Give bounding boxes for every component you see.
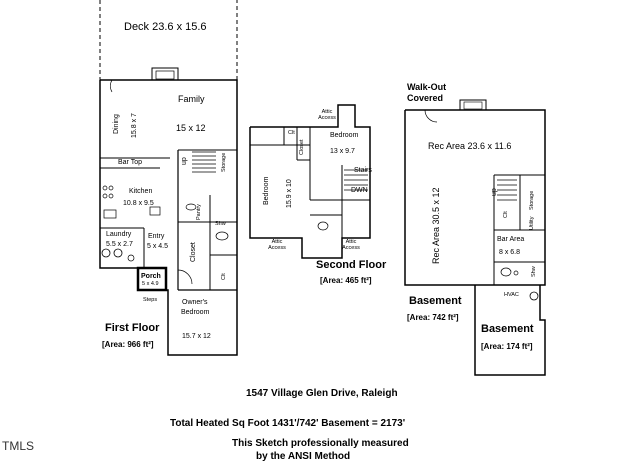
second-floor-area: [Area: 465 ft²] <box>320 276 372 285</box>
watermark: TMLS <box>2 439 35 453</box>
bedroom-left-label: Bedroom <box>263 176 270 205</box>
bedroom-left-dimensions: 15.9 x 10 <box>286 179 293 208</box>
first-floor-area: [Area: 966 ft²] <box>102 340 154 349</box>
kitchen-dimensions: 10.8 x 9.5 <box>123 200 154 207</box>
kitchen-label: Kitchen <box>129 188 153 195</box>
bedroom-right-label: Bedroom <box>330 132 359 139</box>
owners-bedroom-label: Bedroom <box>181 309 210 316</box>
hvac-label: HVAC <box>504 292 519 298</box>
first-floor-title: First Floor <box>105 322 160 334</box>
porch-label: Porch <box>141 273 161 280</box>
utility-label: Utility <box>529 216 535 230</box>
address-caption: 1547 Village Glen Drive, Raleigh <box>246 388 398 399</box>
basement2-title: Basement <box>481 323 534 335</box>
family-dimensions: 15 x 12 <box>176 123 206 133</box>
attic-access-top: Attic Access <box>318 109 336 121</box>
basement-outline <box>404 109 546 376</box>
rec-area-upper: Rec Area 23.6 x 11.6 <box>428 141 512 151</box>
porch-dimensions: 5 x 4.9 <box>142 281 159 287</box>
attic-access-left: Attic Access <box>268 239 286 251</box>
basement-area: [Area: 742 ft²] <box>407 313 459 322</box>
dwn-label: DWN <box>351 187 368 194</box>
storage-label-first: Storage <box>221 152 227 172</box>
measured-caption: This Sketch professionally measured <box>232 438 409 449</box>
clt-label-first: Clt <box>221 273 227 280</box>
closet-label-first: Closet <box>190 242 197 262</box>
walkout-label: Walk-Out <box>407 82 447 92</box>
stairs-label: Stairs <box>354 167 372 174</box>
owners-dimensions: 15.7 x 12 <box>182 333 211 340</box>
up-label-first: up <box>181 157 188 165</box>
steps-label: Steps <box>143 297 158 303</box>
bar-area-label: Bar Area <box>497 236 525 243</box>
entry-label: Entry <box>148 233 165 240</box>
total-sqft-caption: Total Heated Sq Foot 1431'/742' Basement… <box>170 418 406 429</box>
method-caption: by the ANSI Method <box>256 451 351 462</box>
clt-label-basement: Clt <box>503 211 509 218</box>
basement-title: Basement <box>409 295 462 307</box>
family-label: Family <box>178 94 205 104</box>
covered-label: Covered <box>407 93 444 103</box>
owners-label: Owner's <box>182 299 208 306</box>
bar-top-label: Bar Top <box>118 159 142 166</box>
shw-label-first: Shw <box>215 221 226 227</box>
porch-outline <box>136 266 168 292</box>
laundry-label: Laundry <box>106 231 132 238</box>
clt-label-second: Clt <box>288 130 295 136</box>
entry-dimensions: 5 x 4.5 <box>147 243 169 250</box>
second-floor-title: Second Floor <box>316 259 387 271</box>
dining-dimensions: 15.8 x 7 <box>131 113 138 138</box>
bedroom-right-dimensions: 13 x 9.7 <box>330 148 355 155</box>
closet-label-second: Closet <box>299 139 305 155</box>
deck-label: Deck 23.6 x 15.6 <box>124 21 207 33</box>
dining-label: Dining <box>113 114 120 134</box>
bar-area-dimensions: 8 x 6.8 <box>499 249 521 256</box>
laundry-dimensions: 5.5 x 2.7 <box>106 241 133 248</box>
up-label-basement: up <box>491 188 498 196</box>
second-floor-outline <box>249 104 371 259</box>
shw-label-basement: Shw <box>531 266 537 277</box>
rec-area-lower: Rec Area 30.5 x 12 <box>431 187 441 264</box>
basement2-area: [Area: 174 ft²] <box>481 342 533 351</box>
pantry-label: Pantry <box>196 204 202 220</box>
attic-access-right: Attic Access <box>342 239 360 251</box>
storage-label-basement: Storage <box>529 190 535 210</box>
first-floor-outline <box>99 79 238 356</box>
